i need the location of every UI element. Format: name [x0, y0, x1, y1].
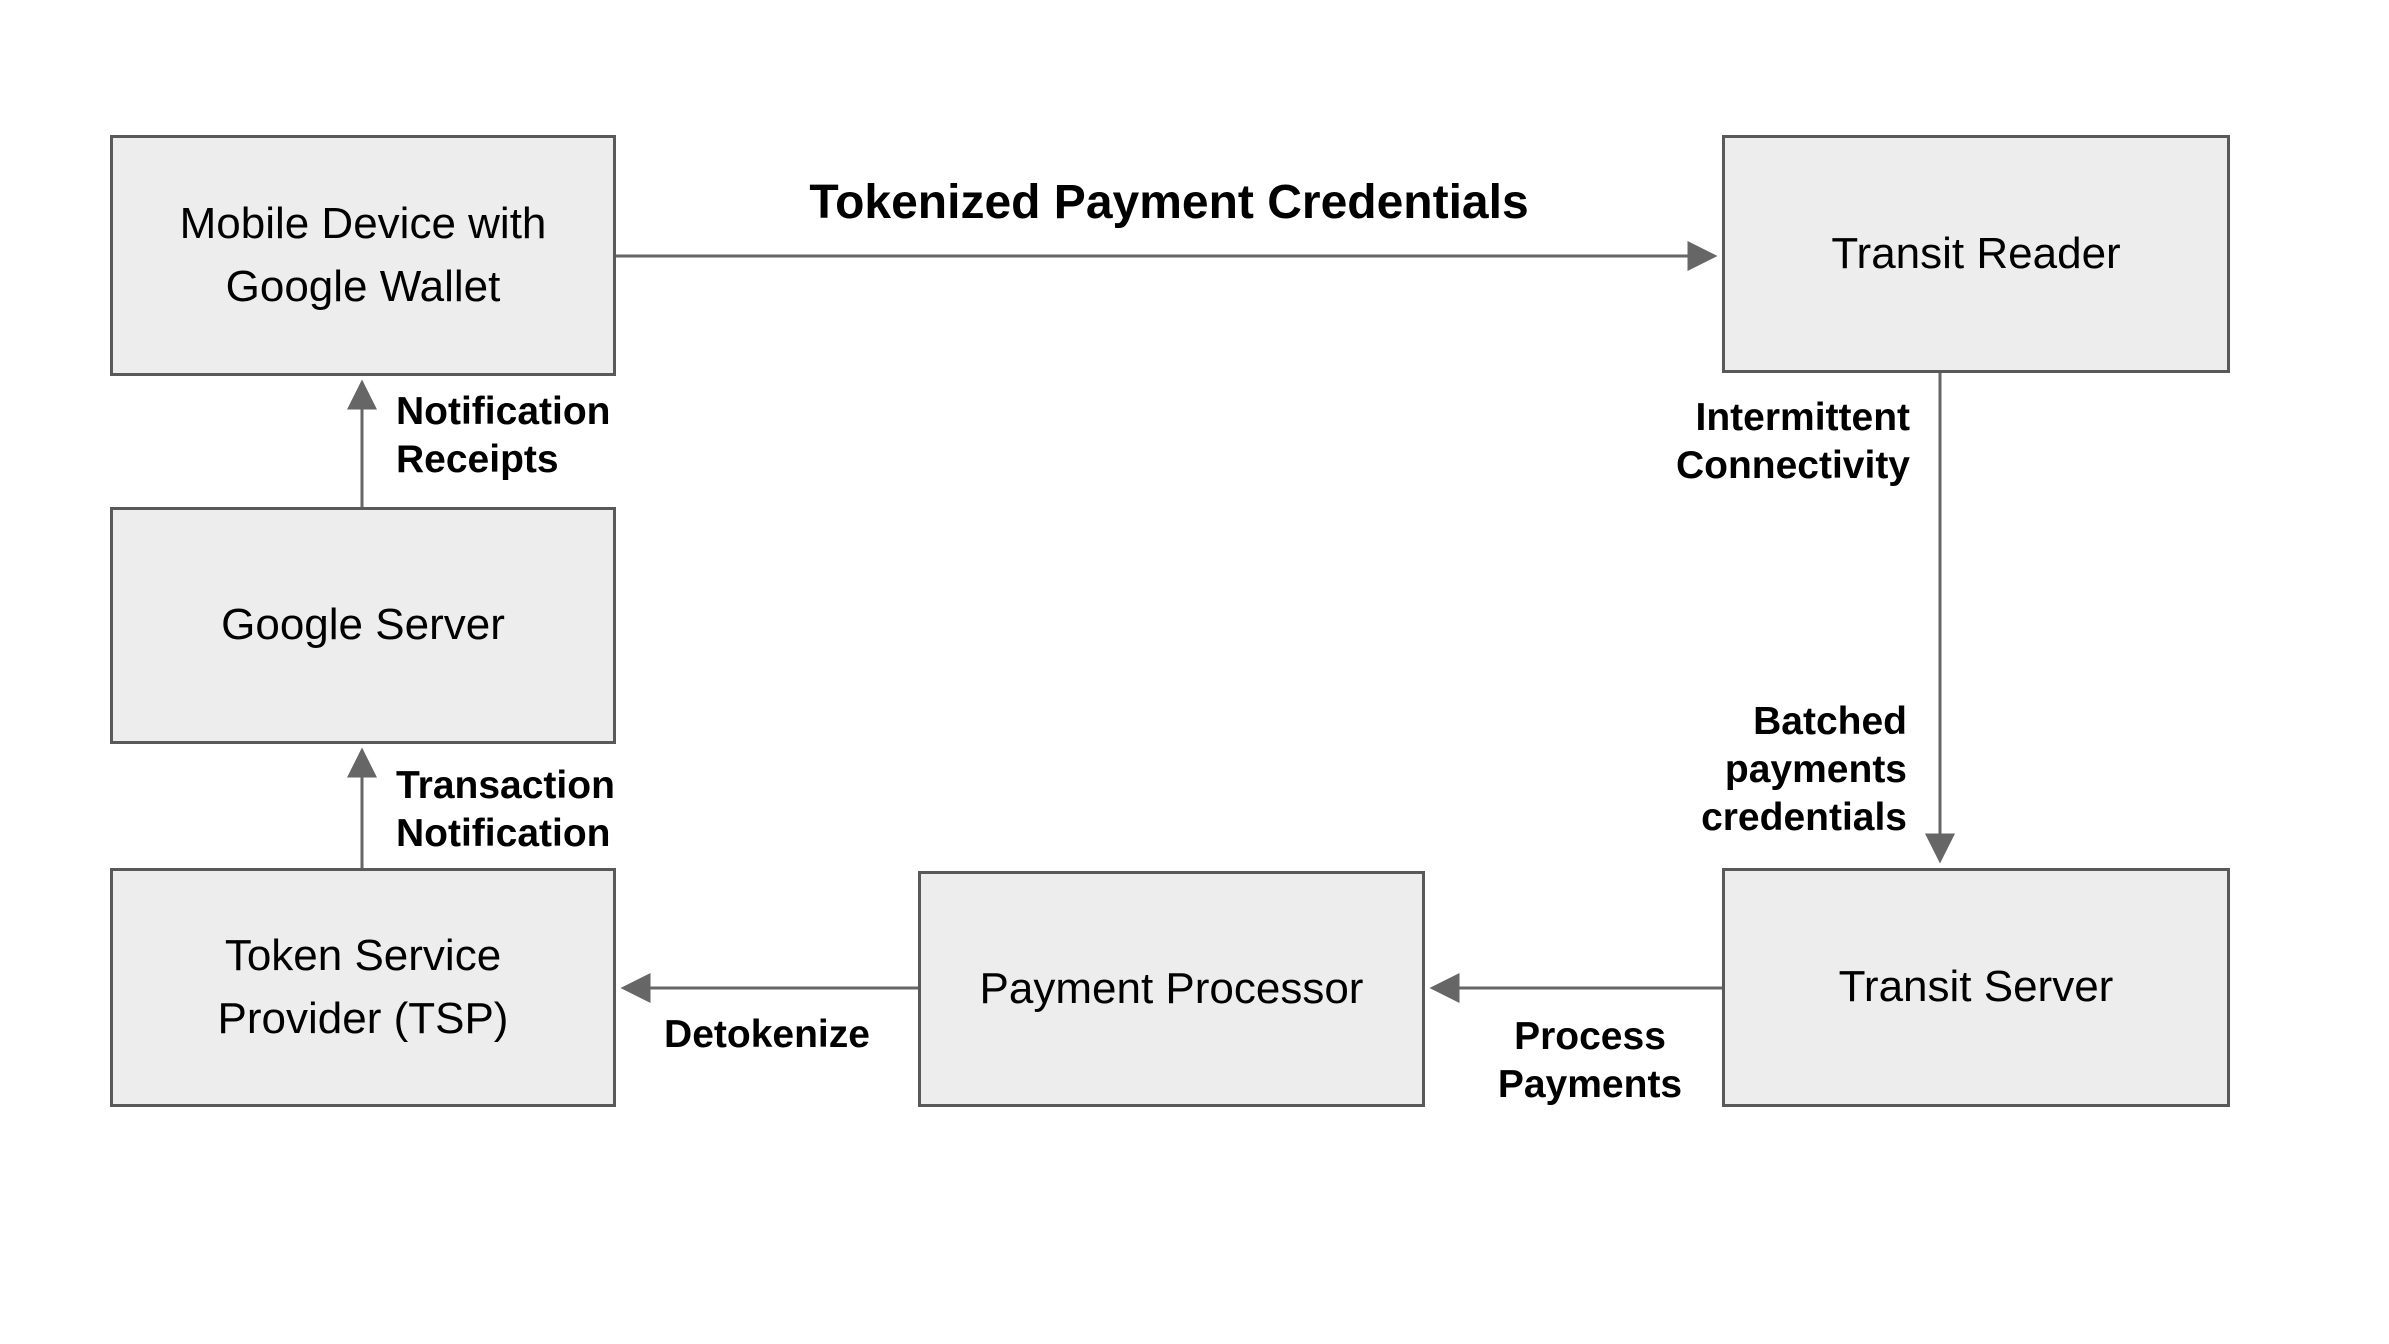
node-transit-server: Transit Server — [1722, 868, 2230, 1107]
edge-label-detokenize: Detokenize — [664, 1013, 870, 1056]
node-google-server: Google Server — [110, 507, 616, 744]
node-label: Google Server — [221, 600, 505, 650]
node-token-service-provider: Token Service Provider (TSP) — [110, 868, 616, 1107]
edge-label-batched-payments-credentials: Batched payments credentials — [1701, 700, 1907, 839]
edge-label-transaction-notification: Transaction Notification — [396, 764, 615, 855]
edge-label-tokenized-payment-credentials: Tokenized Payment Credentials — [809, 176, 1529, 229]
edge-label-notification-receipts: Notification Receipts — [396, 390, 611, 481]
node-label: Transit Reader — [1831, 228, 2121, 278]
node-transit-reader: Transit Reader — [1722, 135, 2230, 373]
node-label: Payment Processor — [979, 963, 1364, 1013]
edge-label-intermittent-connectivity: Intermittent Connectivity — [1675, 396, 1910, 487]
node-label: Mobile Device with Google Wallet — [179, 198, 547, 311]
node-label: Token Service Provider (TSP) — [217, 930, 509, 1043]
node-mobile-device-google-wallet: Mobile Device with Google Wallet — [110, 135, 616, 376]
edge-label-process-payments: Process Payments — [1497, 1015, 1683, 1106]
node-payment-processor: Payment Processor — [918, 871, 1425, 1107]
node-label: Transit Server — [1838, 962, 2114, 1012]
